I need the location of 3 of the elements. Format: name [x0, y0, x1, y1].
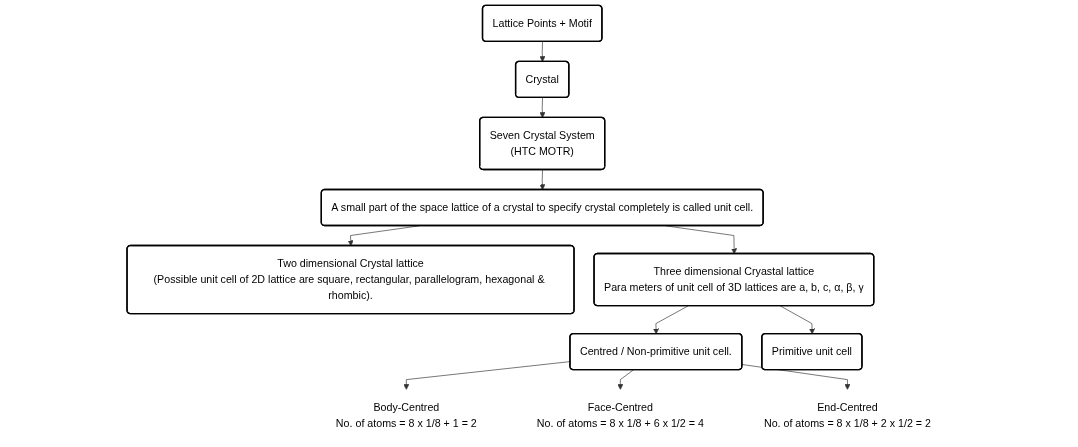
node-text: Face-Centred No. of atoms = 8 x 1/8 + 6 x 1/2 = 4 [536, 401, 704, 429]
node-text: Body-Centred No. of atoms = 8 x 1/8 + 1 = 2 [335, 401, 477, 429]
node-text: End-Centred No. of atoms = 8 x 1/8 + 2 x 1/2 = 2 [763, 401, 931, 429]
